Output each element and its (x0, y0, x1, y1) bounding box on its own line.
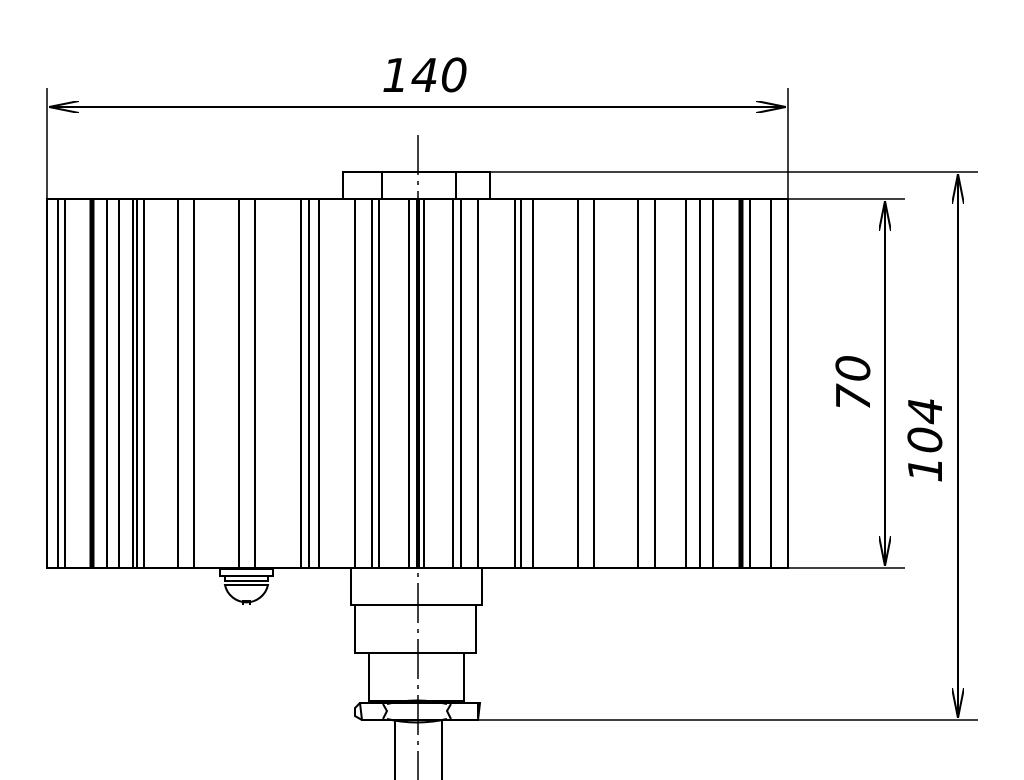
top-mount-plate (342, 171, 491, 200)
heater-fins (57, 199, 772, 568)
screw (219, 568, 274, 605)
cable-gland (350, 567, 483, 780)
dimension-body-height-label: 70 (827, 354, 881, 413)
dimension-total-height-label: 104 (899, 396, 953, 484)
dimension-width-label: 140 (381, 49, 469, 103)
hex-nut (358, 702, 482, 721)
